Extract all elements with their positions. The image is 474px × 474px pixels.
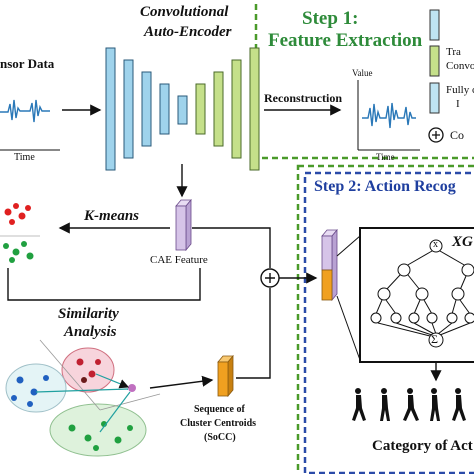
socc-block <box>217 354 234 398</box>
similarity-scatter <box>5 339 161 457</box>
encoder-layer-4 <box>159 83 170 135</box>
xgb-sum-symbol: Σ <box>431 332 438 346</box>
socc-label-line3: (SoCC) <box>204 432 236 443</box>
xgb-root-symbol: x <box>433 239 438 250</box>
socc-label-line1: Sequence of <box>194 404 245 415</box>
encoder-layer-1 <box>105 47 116 171</box>
walking-figures-icon <box>352 388 466 421</box>
arrow-similarity-to-socc <box>149 375 214 389</box>
legend-concat-label: Co <box>450 128 465 142</box>
legend-box-fc <box>429 82 440 114</box>
line-feature-to-concat <box>192 227 271 268</box>
kmeans-scatter <box>0 203 40 263</box>
step2-outer-frame <box>296 164 474 474</box>
cae-title-line1: Convolutional <box>140 4 229 20</box>
cae-feature-label: CAE Feature <box>150 254 208 266</box>
legend-transconv-line1: Tra <box>446 46 461 58</box>
similarity-label-line1: Similarity <box>58 306 119 322</box>
legend-box-transconv <box>429 45 440 77</box>
decoder-layer-3 <box>231 59 242 159</box>
autoencoder <box>105 47 260 171</box>
decoder-layer-1 <box>195 83 206 135</box>
reconstruction-signal <box>357 80 420 151</box>
legend-box-conv <box>429 9 440 41</box>
cae-feature-block <box>175 198 192 252</box>
reconstruction-value-label: Value <box>352 68 373 78</box>
socc-label-line2: Cluster Centroids <box>180 418 257 429</box>
kmeans-label: K-means <box>84 208 140 224</box>
step2-title: Step 2: Action Recog <box>314 178 456 195</box>
input-time-label: Time <box>14 152 35 163</box>
cae-title-line2: Auto-Encoder <box>144 24 232 40</box>
input-label: nsor Data <box>0 56 55 71</box>
input-signal <box>0 99 60 151</box>
step2-inner-frame <box>303 171 474 474</box>
xgb-label: XG <box>452 234 473 250</box>
line-socc-to-concat <box>236 288 271 379</box>
step1-title: Step 1: <box>302 8 359 29</box>
decoder-layer-2 <box>213 71 224 147</box>
encoder-layer-3 <box>141 71 152 147</box>
step1-subtitle: Feature Extraction <box>268 30 423 51</box>
decoder-layer-4 <box>249 47 260 171</box>
similarity-label-line2: Analysis <box>64 324 117 340</box>
xgb-tree <box>370 239 474 348</box>
reconstruction-time-label: Time <box>376 152 395 162</box>
bottleneck-layer <box>177 95 188 125</box>
reconstruction-label: Reconstruction <box>264 91 342 105</box>
output-category-label: Category of Act <box>372 438 473 454</box>
encoder-layer-2 <box>123 59 134 159</box>
legend-fc-line1: Fully c <box>446 84 474 96</box>
legend-fc-line2: I <box>456 98 460 110</box>
legend-transconv-line2: Convolu <box>446 60 474 72</box>
combined-feature-block <box>321 228 338 302</box>
